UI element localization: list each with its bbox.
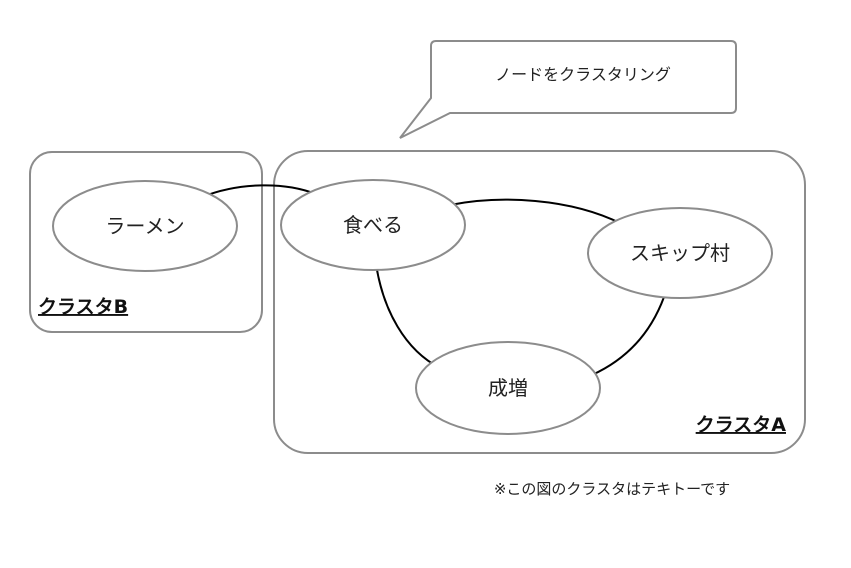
callout-bubble [399,40,737,139]
node-ramen-label: ラーメン [105,214,184,238]
node-skip-label: スキップ村 [630,241,730,265]
node-seizo-shape [415,341,601,435]
cluster-a-label: クラスタA [696,414,787,436]
node-ramen: ラーメン [52,180,238,272]
cluster-b-frame [29,151,263,333]
footnote: ※この図のクラスタはテキトーです [494,480,730,498]
edge-taberu-skip [449,198,623,225]
callout: ノードをクラスタリング [399,40,737,139]
cluster-b: クラスタB [29,151,263,333]
edges [201,184,665,376]
node-taberu-label: 食べる [343,213,403,237]
node-ramen-shape [52,180,238,272]
cluster-a-frame [273,150,806,454]
node-taberu-shape [280,179,466,271]
node-skip-shape [587,207,773,299]
node-taberu: 食べる [280,179,466,271]
edge-skip-seizo [591,296,665,376]
node-seizo-label: 成増 [488,376,528,400]
cluster-a: クラスタA [273,150,806,454]
edge-ramen-taberu [201,184,317,198]
cluster-b-label: クラスタB [38,296,128,318]
callout-text: ノードをクラスタリング [495,65,671,84]
node-seizo: 成増 [415,341,601,435]
node-skip: スキップ村 [587,207,773,299]
edge-taberu-seizo [375,263,441,369]
